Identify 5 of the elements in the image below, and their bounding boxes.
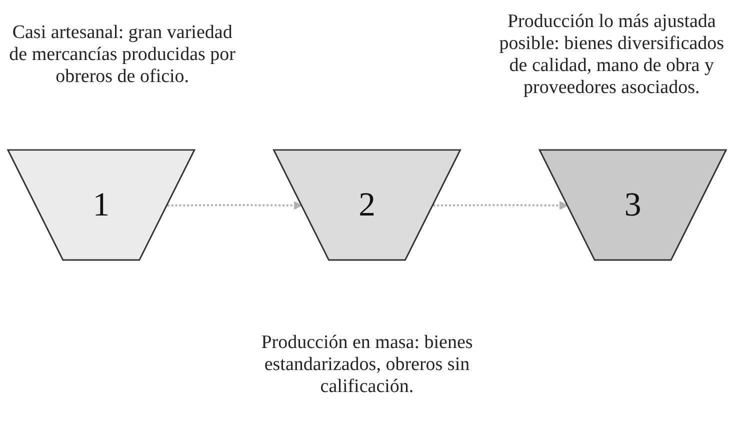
description-text: Producción lo más ajustada posible: bienes diversificados de calidad, mano de obra y proveedores asociados. xyxy=(498,11,726,99)
arrow xyxy=(167,201,302,210)
description-text: Producción en masa: bienes estandarizados, obreros sin calificación. xyxy=(260,332,474,398)
description-text: Casi artesanal: gran variedad de mercancías producidas por obreros de oficio. xyxy=(8,22,236,88)
arrow xyxy=(433,201,568,210)
